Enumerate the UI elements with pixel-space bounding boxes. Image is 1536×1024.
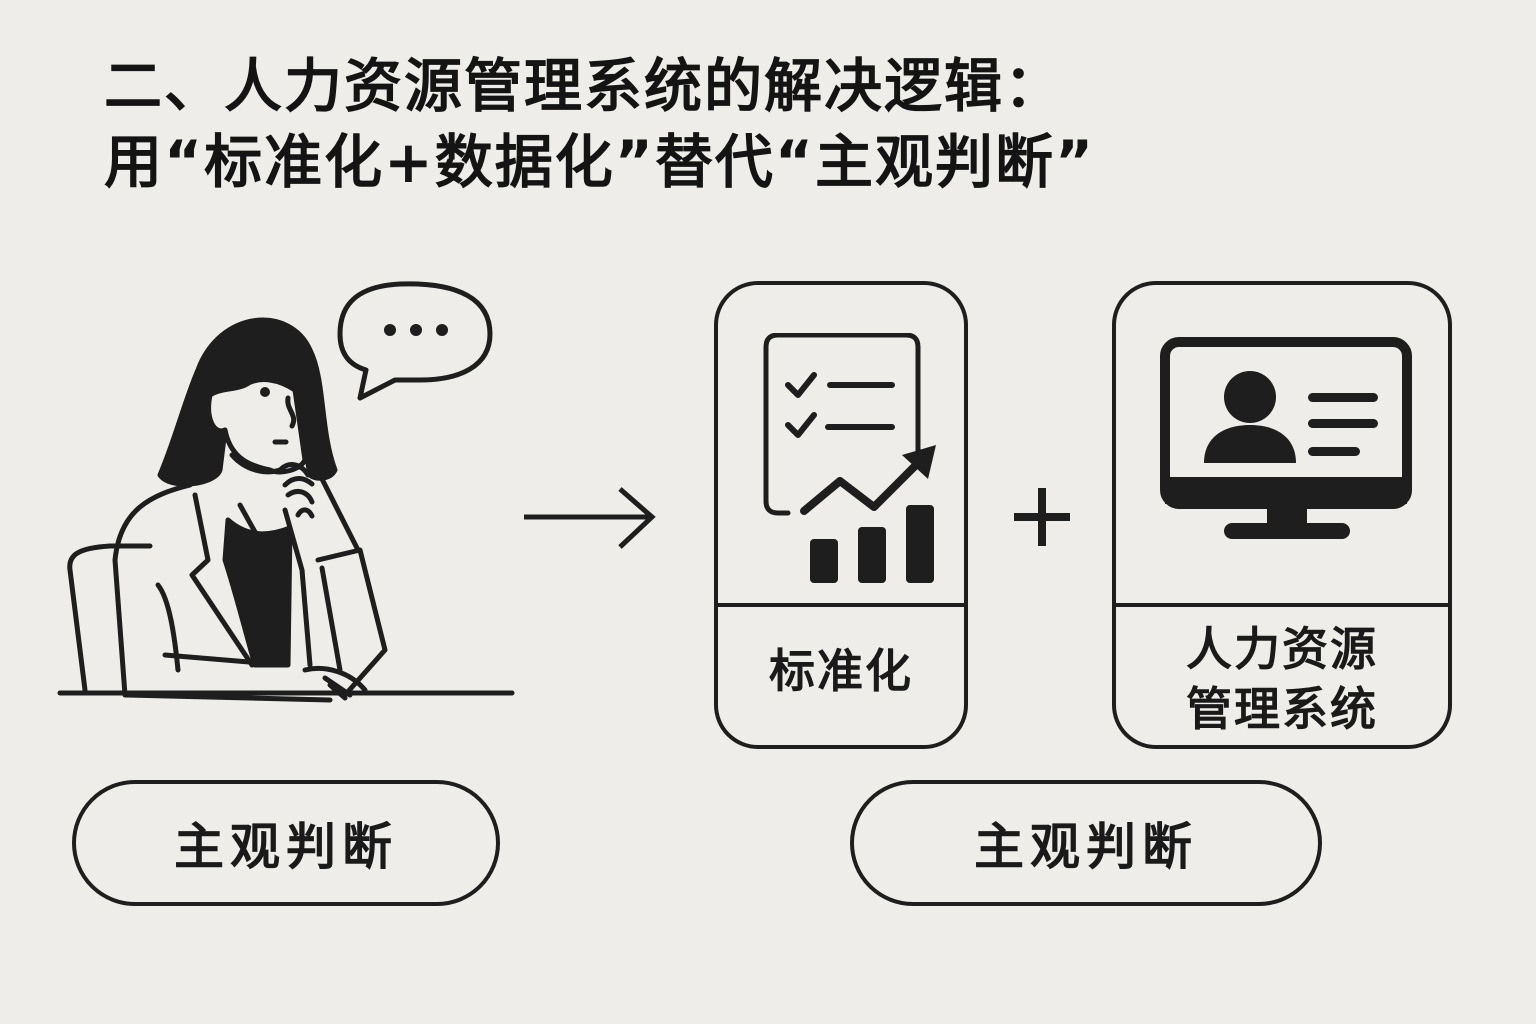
plus-icon bbox=[1012, 486, 1072, 548]
card-divider bbox=[718, 603, 964, 607]
checklist-chart-icon bbox=[758, 333, 938, 583]
thinking-woman-illustration bbox=[40, 270, 540, 720]
computer-profile-icon bbox=[1160, 337, 1412, 567]
speech-bubble-icon bbox=[337, 281, 493, 401]
title-line-1: 二、人力资源管理系统的解决逻辑： bbox=[104, 52, 1065, 120]
card-label: 标准化 bbox=[769, 644, 913, 698]
page-title: 二、人力资源管理系统的解决逻辑： 用“标准化+数据化”替代“主观判断” bbox=[104, 48, 1095, 200]
title-line-2: 用“标准化+数据化”替代“主观判断” bbox=[104, 128, 1096, 196]
arrow-right-icon bbox=[522, 485, 658, 551]
card-label-line-2: 管理系统 bbox=[1186, 682, 1378, 736]
card-label-line-1: 人力资源 bbox=[1186, 622, 1378, 676]
subjective-judgment-pill-right: 主观判断 bbox=[850, 780, 1322, 906]
standardization-card: 标准化 bbox=[714, 281, 968, 749]
card-divider bbox=[1116, 603, 1448, 607]
subjective-judgment-pill-left: 主观判断 bbox=[72, 780, 500, 906]
hr-system-card: 人力资源 管理系统 bbox=[1112, 281, 1452, 749]
